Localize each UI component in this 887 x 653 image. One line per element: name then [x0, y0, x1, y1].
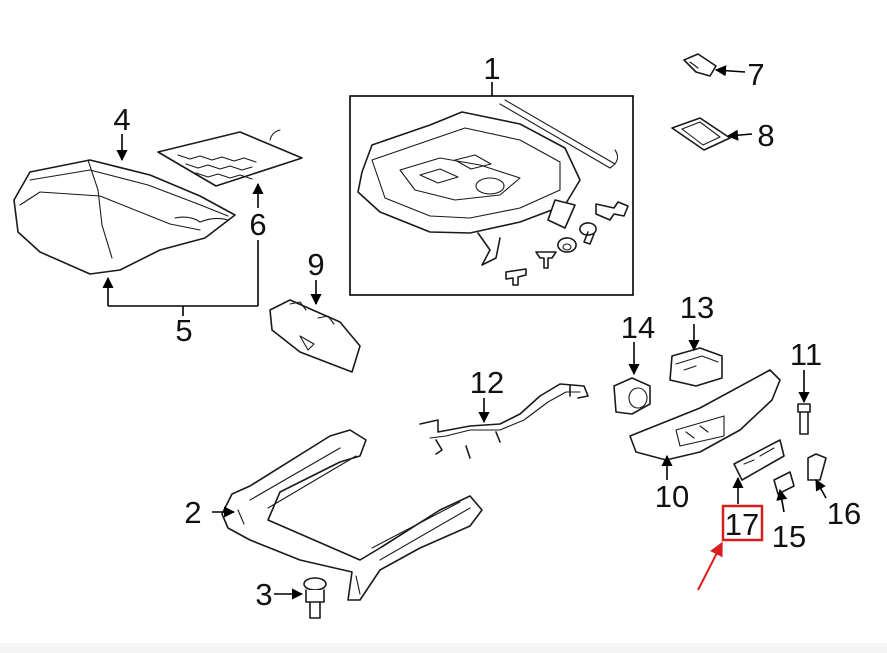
- callout-6[interactable]: 6: [249, 207, 266, 242]
- callout-11[interactable]: 11: [790, 337, 822, 372]
- part-16-knob[interactable]: [807, 453, 827, 481]
- part-11-screw[interactable]: [797, 403, 811, 435]
- part-14-module[interactable]: [613, 377, 651, 415]
- callout-10[interactable]: 10: [655, 479, 689, 514]
- callout-4[interactable]: 4: [113, 102, 130, 137]
- part-17-switch-bezel[interactable]: [733, 439, 785, 481]
- callout-5[interactable]: 5: [175, 313, 192, 348]
- part-7-clip[interactable]: [683, 53, 717, 77]
- part-3-bolt[interactable]: [303, 577, 327, 619]
- callout-12[interactable]: 12: [470, 365, 504, 400]
- part-10-side-shield[interactable]: [629, 369, 781, 461]
- callout-16[interactable]: 16: [827, 496, 861, 531]
- callout-13[interactable]: 13: [680, 290, 714, 325]
- callout-1[interactable]: 1: [483, 51, 500, 86]
- callout-2[interactable]: 2: [184, 495, 201, 530]
- callout-7[interactable]: 7: [747, 57, 764, 92]
- callout-9[interactable]: 9: [307, 247, 324, 282]
- part-8-gasket[interactable]: [671, 117, 731, 151]
- part-2-lower-frame[interactable]: [221, 429, 483, 601]
- part-9-cover[interactable]: [269, 299, 361, 373]
- part-13-switch[interactable]: [669, 347, 723, 387]
- bottom-strip: [0, 643, 887, 653]
- red-pointer-arrow: [697, 541, 723, 591]
- part-1-seat-frame-assembly[interactable]: [349, 95, 634, 296]
- part-12-wire-harness[interactable]: [419, 383, 589, 459]
- leader-lines: [102, 65, 827, 600]
- callout-15[interactable]: 15: [772, 519, 806, 554]
- part-17-highlight: [697, 504, 764, 591]
- callout-17[interactable]: 17: [725, 507, 759, 542]
- callout-labels: 1 2 3 4 5 6 7 8 9 10 11 12 13 14 15 16 1…: [113, 51, 861, 612]
- part-17-highlight-box: [721, 504, 764, 542]
- callout-8[interactable]: 8: [757, 118, 774, 153]
- callout-3[interactable]: 3: [255, 577, 272, 612]
- callout-14[interactable]: 14: [621, 310, 655, 345]
- part-6-heater-pad[interactable]: [157, 129, 303, 187]
- part-4-seat-cushion[interactable]: [13, 159, 236, 275]
- part-15-knob[interactable]: [773, 471, 795, 495]
